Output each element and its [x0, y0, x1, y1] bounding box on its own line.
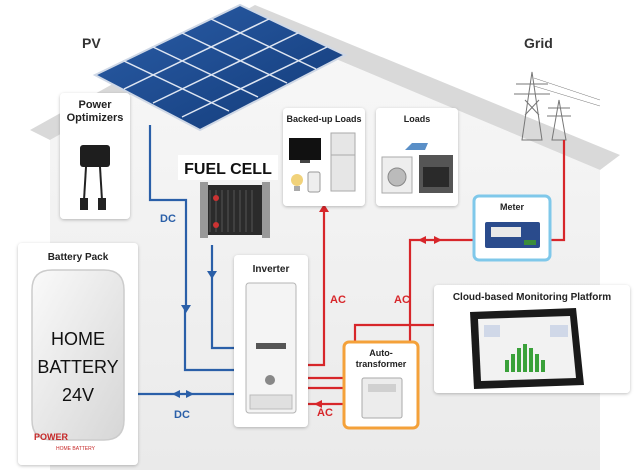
fuel-cell-label: FUEL CELL: [184, 161, 272, 178]
fuel-cell-stack-icon: [200, 182, 270, 238]
solar-panel-array: [92, 3, 348, 132]
stove-icon: [419, 155, 453, 193]
inverter-device-icon: [245, 282, 297, 414]
backed-up-loads-card: Backed-up Loads: [283, 108, 365, 206]
transmission-tower-icon: [514, 71, 601, 141]
inverter-card: Inverter: [234, 255, 308, 427]
tablet-dashboard-icon: [470, 308, 584, 389]
ac-label-loads: AC: [394, 294, 410, 306]
home-battery-text-line2: BATTERY: [37, 357, 118, 377]
power-optimizers-label-line1: Power: [78, 99, 112, 111]
ac-label-autotransformer: AC: [317, 407, 333, 419]
backed-up-loads-label: Backed-up Loads: [286, 114, 361, 124]
fuel-cell: FUEL CELL: [178, 155, 278, 238]
meter-card: Meter: [472, 194, 552, 262]
dc-arrows: [172, 271, 217, 398]
light-bulb-icon: [291, 174, 303, 191]
grid-label: Grid: [524, 35, 553, 51]
cloud-monitoring-card: Cloud-based Monitoring Platform: [434, 285, 630, 393]
meter-device-icon: [485, 222, 540, 248]
power-optimizers-label-line2: Optimizers: [67, 112, 124, 124]
brand-power-logo: POWER: [34, 432, 69, 442]
brand-home-battery-sub: HOME BATTERY: [56, 446, 96, 452]
washing-machine-icon: [381, 156, 413, 194]
iron-icon: [405, 143, 428, 150]
ac-arrows: [314, 204, 442, 408]
cloud-platform-label: Cloud-based Monitoring Platform: [453, 292, 611, 303]
autotransformer-label-line1: Auto-: [369, 348, 393, 358]
power-optimizers-card: Power Optimizers: [60, 93, 130, 219]
home-battery-text-line1: HOME: [51, 329, 105, 349]
autotransformer-card: Auto- transformer: [342, 340, 420, 430]
refrigerator-icon: [330, 132, 356, 192]
inverter-label: Inverter: [253, 264, 290, 275]
tv-icon: [289, 138, 321, 163]
battery-pack-card: Battery Pack HOME BATTERY 24V POWER HOME…: [18, 243, 138, 465]
loads-label: Loads: [404, 114, 431, 124]
autotransformer-label-line2: transformer: [356, 359, 407, 369]
loads-card: Loads: [376, 108, 458, 206]
home-battery-text-line3: 24V: [62, 385, 94, 405]
phone-icon: [307, 171, 321, 193]
ac-label-backed-up: AC: [330, 294, 346, 306]
battery-pack-label: Battery Pack: [48, 252, 109, 263]
meter-label: Meter: [500, 202, 525, 212]
autotransformer-device-icon: [361, 377, 403, 419]
dc-label-optimizer: DC: [160, 213, 176, 225]
dc-label-battery: DC: [174, 409, 190, 421]
pv-label: PV: [82, 35, 101, 51]
optimizer-device-icon: [80, 145, 110, 210]
